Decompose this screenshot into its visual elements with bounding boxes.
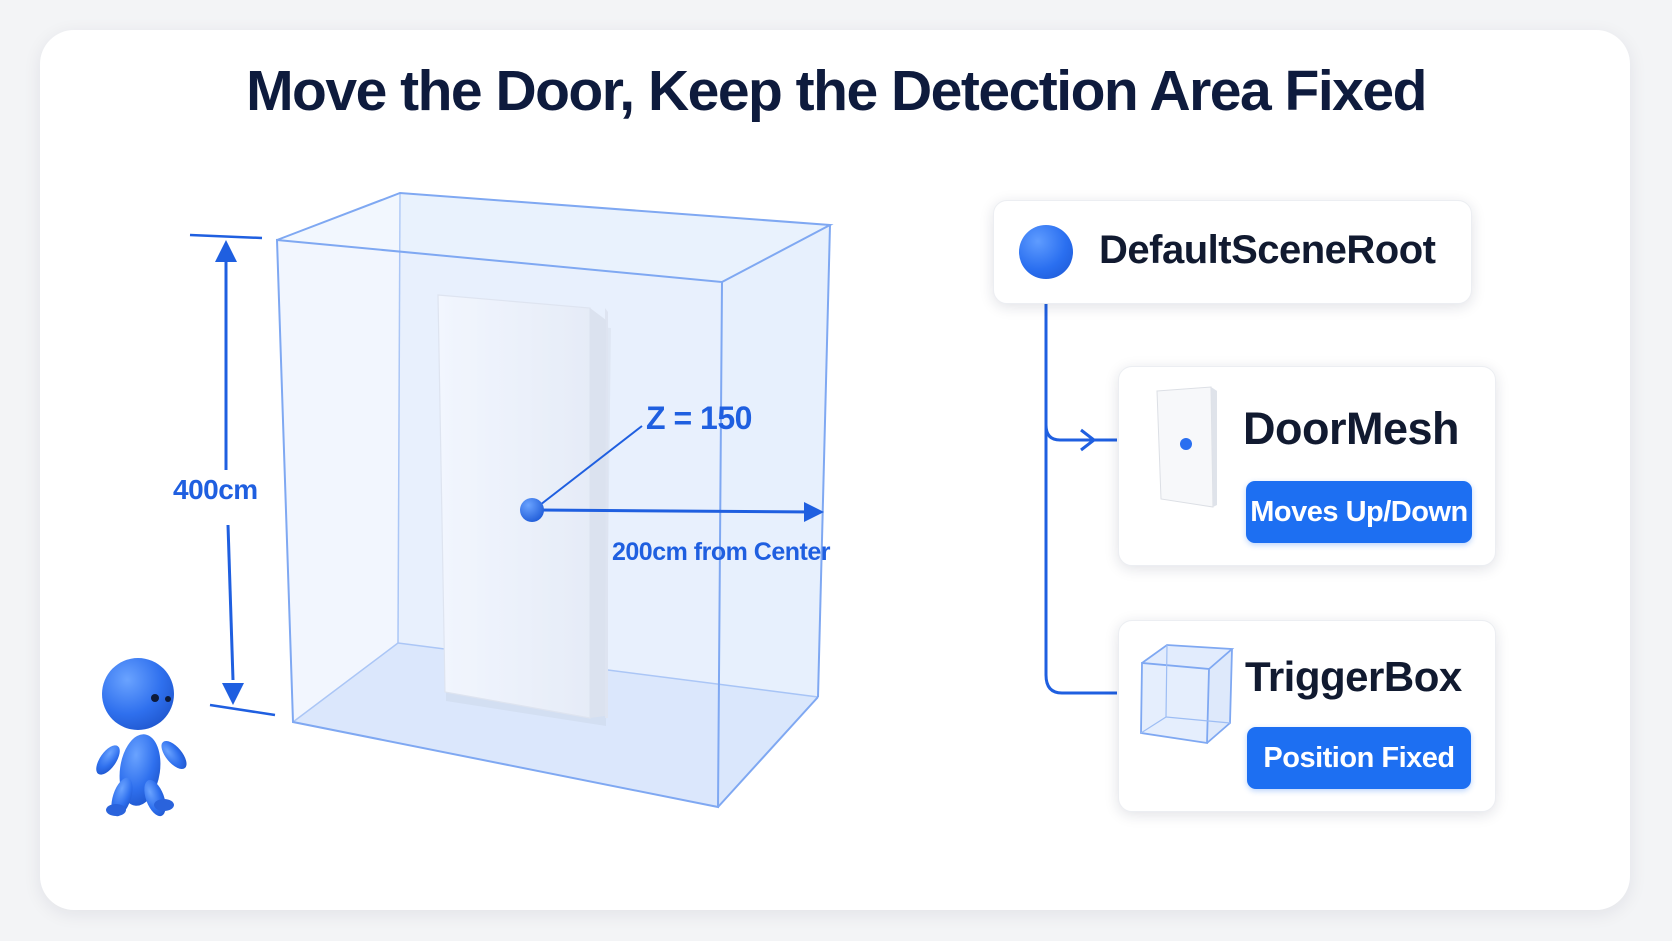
badge-moves-up-down: Moves Up/Down	[1246, 481, 1472, 543]
character-figure	[96, 658, 187, 817]
node-trigger-box[interactable]: TriggerBox Position Fixed	[1118, 620, 1496, 812]
sphere-icon	[1019, 225, 1073, 279]
node-name-door-mesh: DoorMesh	[1243, 403, 1460, 454]
cube-thumbnail-icon	[1140, 644, 1235, 745]
hierarchy-connectors	[1044, 304, 1117, 695]
center-marker	[520, 425, 824, 522]
height-dimension	[189, 233, 276, 717]
badge-position-fixed: Position Fixed	[1247, 727, 1471, 789]
height-label: 400cm	[173, 474, 258, 505]
distance-label: 200cm from Center	[612, 538, 830, 566]
node-door-mesh[interactable]: DoorMesh Moves Up/Down	[1118, 366, 1496, 566]
node-default-scene-root[interactable]: DefaultSceneRoot	[993, 200, 1472, 304]
door-thumbnail-icon	[1156, 386, 1217, 508]
diagram-title: Move the Door, Keep the Detection Area F…	[246, 59, 1427, 123]
z-value-label: Z = 150	[646, 400, 752, 436]
trigger-volume-front	[275, 191, 834, 809]
node-name-default-scene-root: DefaultSceneRoot	[1099, 228, 1436, 272]
node-name-trigger-box: TriggerBox	[1245, 653, 1462, 700]
